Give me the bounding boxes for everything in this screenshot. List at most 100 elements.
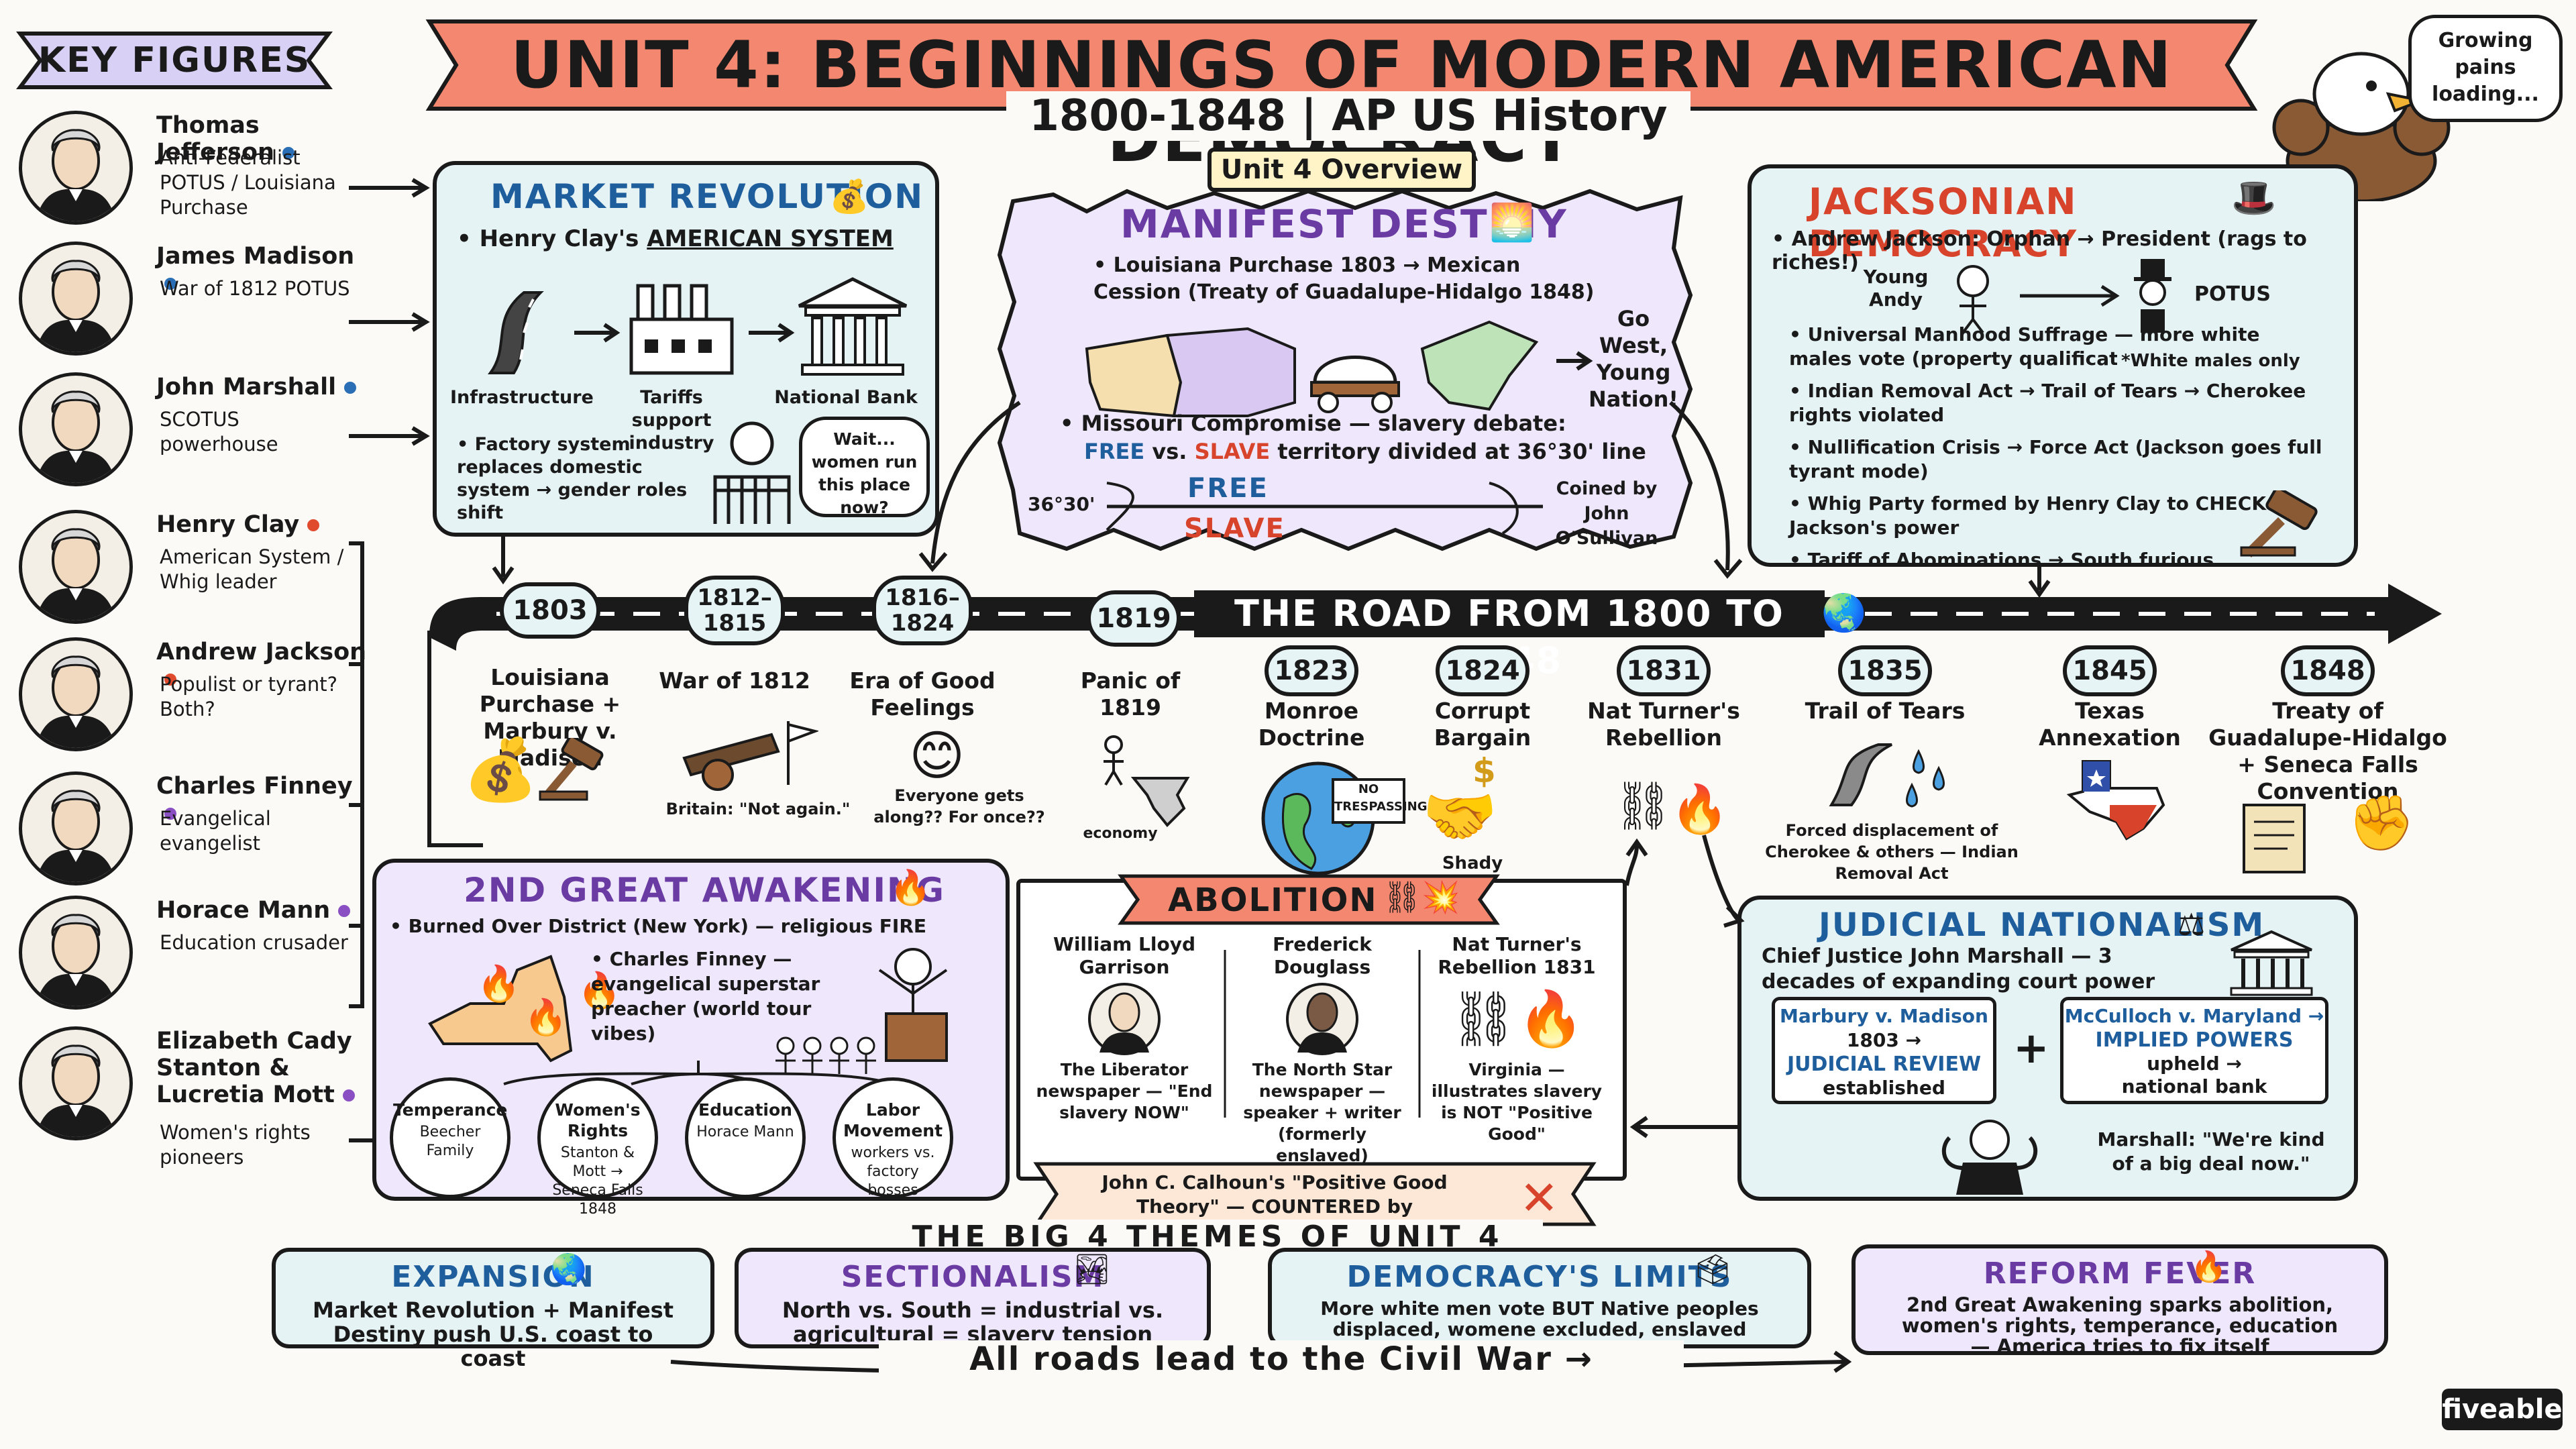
portrait-icon (19, 241, 133, 356)
figure-description: War of 1812 POTUS (160, 277, 350, 300)
texas-flag-icon (2066, 760, 2165, 841)
supreme-court-icon (2230, 930, 2313, 996)
fire-icon: 🔥 (890, 868, 932, 907)
figure-name: Elizabeth Cady Stanton & Lucretia Mott (156, 1028, 358, 1108)
fire-icon: 🔥 (524, 998, 568, 1038)
finney-note: Charles Finney — evangelical superstar p… (591, 948, 820, 1044)
market-revolution-panel: MARKET REVOLUTION 💰 • Henry Clay's AMERI… (433, 161, 939, 537)
white-males-note: *White males only (2117, 351, 2304, 371)
timeline-year-3: 1819 (1087, 590, 1181, 647)
manifest-destiny-title: MANIFEST DESTINY (1120, 201, 1568, 247)
timeline-label-4: Monroe Doctrine (1258, 698, 1365, 751)
reform-branches (503, 1061, 894, 1085)
figure-description: Women's rights pioneers (160, 1121, 311, 1169)
category-dot (342, 1089, 355, 1102)
bank-icon (798, 277, 908, 376)
timeline-label-3: Panic of 1819 (1080, 667, 1181, 720)
figure-name: Andrew Jackson (156, 639, 368, 692)
handshake-icon: 🤝 (1422, 782, 1498, 852)
timeline-label-2: Era of Good Feelings (849, 667, 996, 720)
theme-sectionalism: SECTIONALISM North vs. South = industria… (735, 1248, 1211, 1348)
timeline-label-1: War of 1812 (659, 667, 810, 694)
timeline-year-2: 1816–1824 (872, 576, 973, 645)
coined-by-caption: Coined by John O'Sullivan (1555, 478, 1658, 549)
new-york-map-icon (428, 955, 573, 1063)
abolition-title: ABOLITION (1168, 881, 1378, 919)
covered-wagon-icon (1310, 356, 1400, 413)
timeline-label-7: Trail of Tears (1805, 698, 1966, 724)
timeline-note-1: Britain: "Not again." (665, 800, 851, 818)
portrait-icon (19, 1026, 133, 1140)
trail-tears-icon (1829, 743, 1945, 808)
treaty-scroll-icon (2243, 804, 2306, 873)
jackson-bullet-nullification: Nullification Crisis → Force Act (Jackso… (1789, 436, 2322, 482)
theme-expansion: EXPANSION Market Revolution + Manifest D… (272, 1248, 714, 1371)
figure-name: Horace Mann (156, 897, 351, 924)
broken-chain-icon: ⛓🔥 (1449, 987, 1585, 1050)
president-icon (2134, 259, 2171, 333)
factory-system-note: Factory system replaces domestic system … (457, 434, 688, 523)
timeline-label-5: Corrupt Bargain (1434, 698, 1532, 751)
figure-description: Evangelical evangelist (160, 807, 271, 855)
title-banner: UNIT 4: BEGINNINGS OF MODERN AMERICAN DE… (416, 15, 2267, 176)
category-dot (307, 519, 320, 531)
portrait-icon (1225, 979, 1419, 1059)
category-dot (164, 278, 176, 290)
timeline-label-6: Nat Turner's Rebellion (1587, 698, 1740, 751)
jackson-bullet-whig: Whig Party formed by Henry Clay to CHECK… (1789, 492, 2267, 539)
globe-icon: 🌏 (550, 1252, 587, 1287)
figure-name: Henry Clay (156, 511, 320, 538)
timeline-note-7: Forced displacement of Cherokee & others… (1765, 821, 2019, 883)
jacksonian-title: JACKSONIAN DEMOCRACY (1809, 180, 2078, 265)
timeline-year-0: 1803 (500, 582, 600, 639)
portrait-icon (19, 771, 133, 885)
dollar-icon: $ (1472, 751, 1496, 790)
marshall-quote: Marshall: "We're kind of a big deal now.… (2097, 1128, 2325, 1175)
top-hat-icon: 🎩 (2231, 176, 2277, 219)
landscape-icon: 🏞 (1073, 1252, 1111, 1287)
timeline-label-9: Treaty of Guadalupe-Hidalgo + Seneca Fal… (2208, 698, 2447, 804)
woman-at-loom-icon (713, 421, 791, 524)
globe-icon: 🌏 (1821, 592, 1867, 634)
fire-icon: 🔥 (1670, 782, 1729, 837)
timeline-year-4: 1823 (1265, 645, 1358, 696)
vs-word: vs. (1144, 439, 1195, 464)
no-trespassing-sign: NO TRESPASSING (1332, 778, 1428, 824)
young-andy-label: Young Andy (1863, 266, 1929, 311)
portrait-icon (19, 637, 133, 751)
young-andy-icon (1957, 265, 1989, 334)
market-revolution-title: MARKET REVOLUTION (490, 177, 924, 216)
timeline-year-6: 1831 (1617, 645, 1711, 696)
timeline-note-5: Shady (1442, 853, 1503, 873)
gavel-icon (2240, 490, 2318, 557)
arrow-right-icon (574, 323, 621, 343)
abolition-column-2: Nat Turner's Rebellion 1831⛓🔥Virginia — … (1419, 933, 1614, 1145)
key-figures-title: KEY FIGURES (38, 40, 311, 80)
category-dot (164, 674, 176, 686)
figure-name: Charles Finney (156, 773, 368, 826)
plus-sign: + (2013, 1024, 2051, 1073)
missouri-compromise-bullet: Missouri Compromise — slavery debate: (1081, 411, 1566, 436)
cannon-icon (682, 721, 818, 791)
portrait-icon (19, 896, 133, 1010)
marbury-case-box: Marbury v. Madison 1803 → JUDICIAL REVIE… (1772, 997, 1996, 1104)
timeline-year-1: 1812–1815 (684, 576, 785, 645)
flow-label-bank: National Bank (774, 387, 918, 408)
eagle-speech-bubble: Growing pains loading... (2408, 15, 2563, 122)
category-dot (164, 808, 176, 820)
missouri-line (1106, 482, 1543, 535)
timeline-bracket (427, 631, 483, 847)
banner-shape (425, 19, 2258, 111)
potus-label: POTUS (2194, 282, 2271, 306)
american-system-flow (488, 277, 908, 376)
figure-description: American System / Whig leader (160, 545, 344, 593)
jackson-rags-to-riches: Andrew Jackson: Orphan → President (rags… (1772, 227, 2307, 274)
banner-shape (16, 32, 333, 89)
money-bag-icon: 💰 (463, 735, 539, 805)
abolition-banner: ABOLITION ⛓💥 (1114, 869, 1503, 930)
